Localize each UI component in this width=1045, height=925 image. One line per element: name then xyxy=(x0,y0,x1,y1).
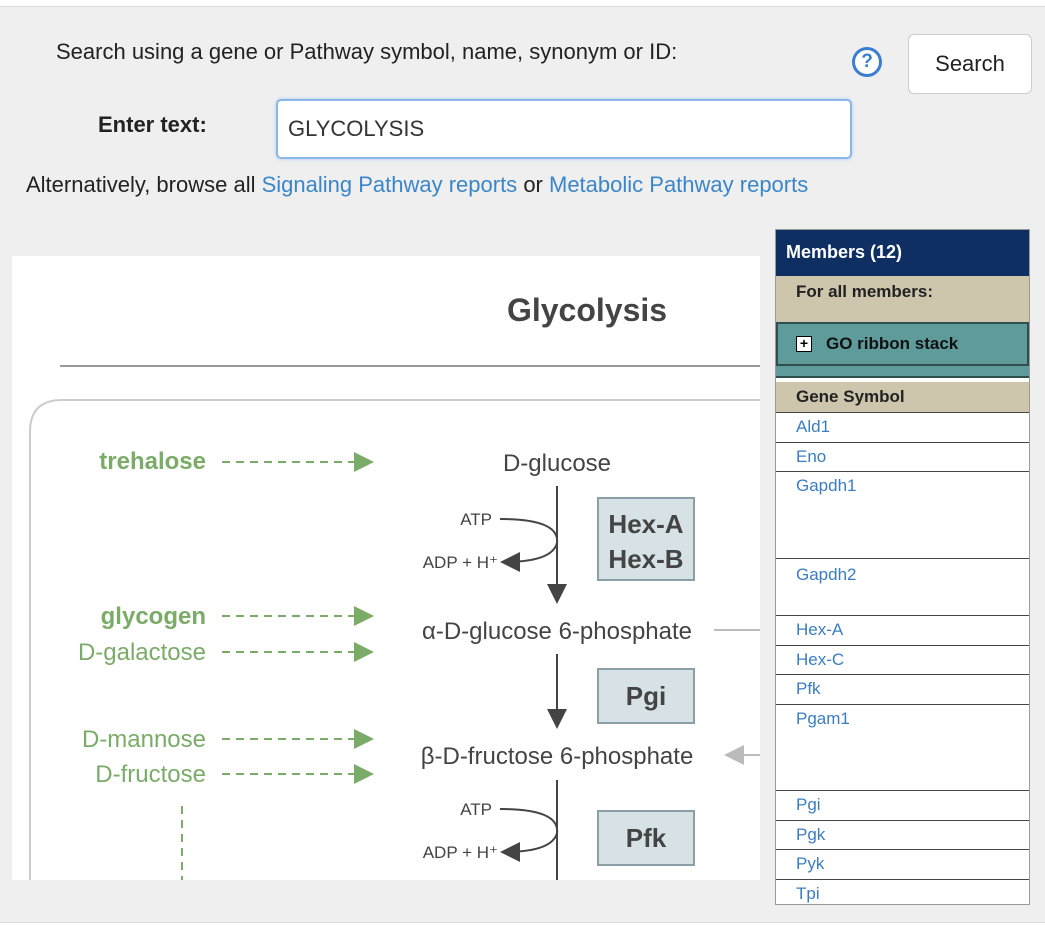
expand-plus-icon[interactable]: + xyxy=(796,336,812,352)
cofactor-adp: ADP + H⁺ xyxy=(423,843,498,862)
for-all-members-label: For all members: xyxy=(776,276,1029,322)
pathway-diagram-svg: Glycolysis trehalose glycogen D-galactos… xyxy=(29,292,760,880)
ribbon-gap xyxy=(776,366,1029,378)
diagram-title: Glycolysis xyxy=(507,292,667,328)
gene-link[interactable]: Gapdh1 xyxy=(776,471,1029,558)
enzyme-box-pgi[interactable] xyxy=(597,668,695,724)
gene-link[interactable]: Gapdh2 xyxy=(776,558,1029,615)
cofactor-adp: ADP + H⁺ xyxy=(423,553,498,572)
search-instruction: Search using a gene or Pathway symbol, n… xyxy=(56,39,678,64)
search-input[interactable] xyxy=(276,99,852,159)
gene-link[interactable]: Hex-A xyxy=(776,615,1029,645)
feeder-d-mannose: D-mannose xyxy=(82,726,206,753)
gene-link[interactable]: Pgk xyxy=(776,820,1029,849)
feeder-d-fructose: D-fructose xyxy=(95,761,206,788)
help-icon[interactable]: ? xyxy=(852,47,882,77)
metabolic-pathway-link[interactable]: Metabolic Pathway reports xyxy=(549,172,809,197)
search-button[interactable]: Search xyxy=(908,34,1032,94)
feeder-trehalose: trehalose xyxy=(99,448,206,475)
gene-link[interactable]: Hex-C xyxy=(776,645,1029,674)
feeder-glycogen: glycogen xyxy=(101,603,206,630)
enzyme-box-hex[interactable] xyxy=(597,497,695,581)
enter-text-label: Enter text: xyxy=(98,112,207,137)
enzyme-hex-a[interactable]: Hex-A xyxy=(608,509,683,539)
metabolite-glucose-6-phosphate: α-D-glucose 6-phosphate xyxy=(422,618,692,645)
gene-link[interactable]: Tpi xyxy=(776,879,1029,904)
browse-line: Alternatively, browse all Signaling Path… xyxy=(26,172,808,198)
cofactor-arrow xyxy=(499,808,559,862)
gene-link[interactable]: Eno xyxy=(776,442,1029,471)
metabolite-d-glucose: D-glucose xyxy=(503,450,611,477)
browse-prefix: Alternatively, browse all xyxy=(26,172,256,197)
cofactor-arrow xyxy=(499,518,559,572)
signaling-pathway-link[interactable]: Signaling Pathway reports xyxy=(261,172,518,197)
cofactor-atp: ATP xyxy=(460,510,492,529)
cofactor-atp: ATP xyxy=(460,800,492,819)
members-panel: Members (12) For all members: + GO ribbo… xyxy=(775,229,1030,905)
go-ribbon-stack-toggle[interactable]: + GO ribbon stack xyxy=(776,322,1029,366)
enzyme-box-pfk[interactable] xyxy=(597,810,695,866)
gene-link[interactable]: Pfk xyxy=(776,674,1029,704)
pathway-diagram: Glycolysis trehalose glycogen D-galactos… xyxy=(12,256,760,880)
browse-or: or xyxy=(523,172,543,197)
gene-symbol-header: Gene Symbol xyxy=(776,382,1029,412)
enzyme-pfk[interactable]: Pfk xyxy=(626,823,667,853)
gene-link[interactable]: Pgam1 xyxy=(776,704,1029,790)
gene-link[interactable]: Ald1 xyxy=(776,412,1029,442)
members-header: Members (12) xyxy=(776,230,1029,276)
diagram-frame xyxy=(29,399,760,880)
gene-list: Ald1 Eno Gapdh1 Gapdh2 Hex-A Hex-C Pfk P… xyxy=(776,412,1029,904)
go-ribbon-label: GO ribbon stack xyxy=(826,334,959,353)
enzyme-hex-b[interactable]: Hex-B xyxy=(608,544,683,574)
gene-link[interactable]: Pgi xyxy=(776,790,1029,820)
metabolite-fructose-6-phosphate: β-D-fructose 6-phosphate xyxy=(421,743,694,770)
enzyme-pgi[interactable]: Pgi xyxy=(626,681,666,711)
feeder-d-galactose: D-galactose xyxy=(78,639,206,666)
gene-link[interactable]: Pyk xyxy=(776,849,1029,879)
